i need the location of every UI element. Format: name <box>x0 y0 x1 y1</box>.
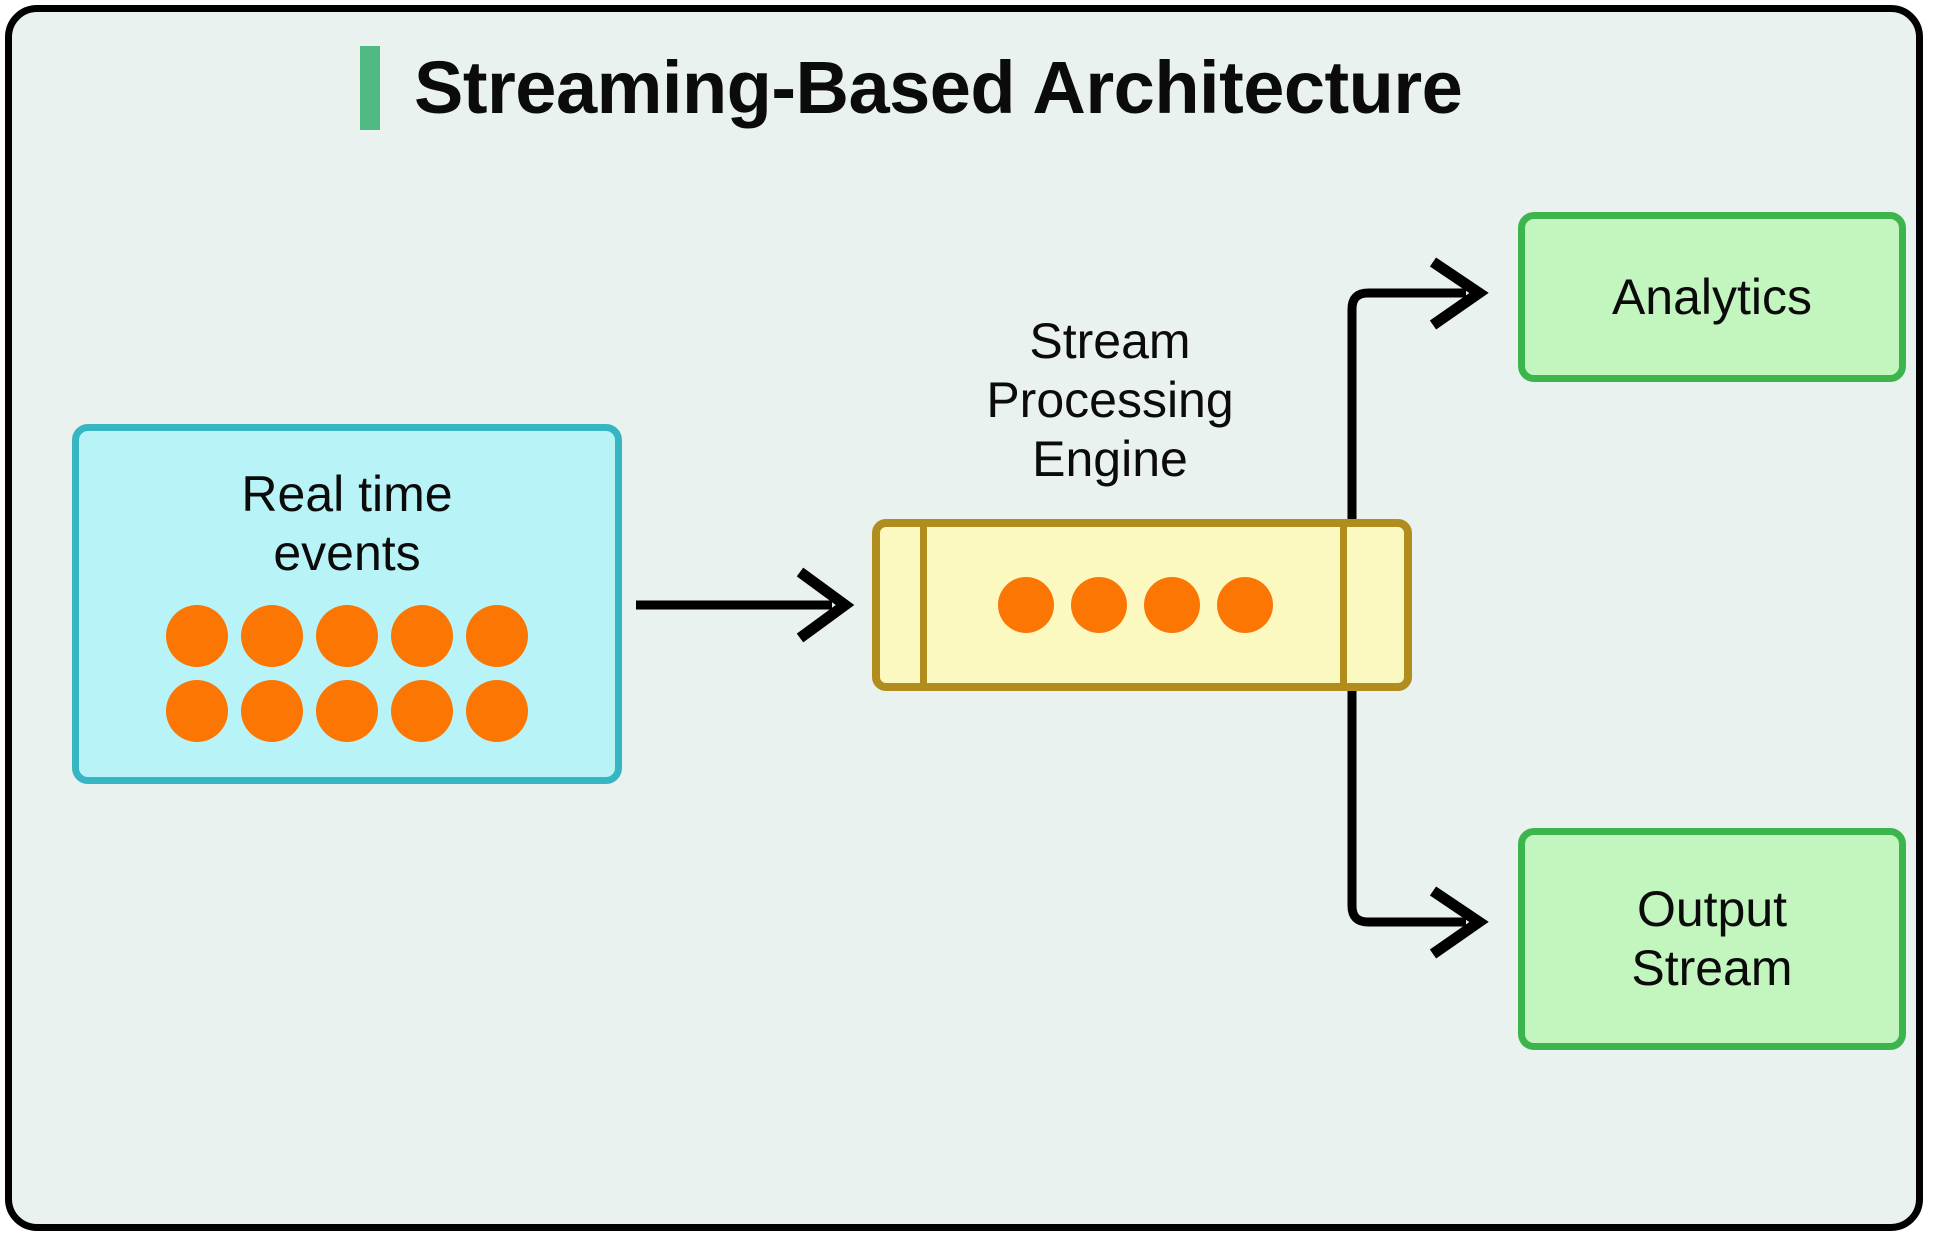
title-text: Streaming-Based Architecture <box>414 46 1463 129</box>
engine-dot <box>1217 577 1273 633</box>
source-node-label: Real time events <box>177 465 517 583</box>
engine-node-label-line3: Engine <box>1032 431 1188 487</box>
target-node-analytics[interactable]: Analytics <box>1518 212 1906 382</box>
engine-node-label: Stream Processing Engine <box>960 312 1260 489</box>
engine-divider-right <box>1340 527 1347 683</box>
event-dot <box>316 605 378 667</box>
target-node-output-stream-label: Output Stream <box>1631 880 1792 998</box>
event-dot <box>166 680 228 742</box>
engine-dot <box>1071 577 1127 633</box>
page-title: Streaming-Based Architecture <box>360 38 1463 138</box>
event-dot <box>166 605 228 667</box>
event-dot <box>391 605 453 667</box>
engine-dot <box>998 577 1054 633</box>
title-accent-bar <box>360 46 380 130</box>
source-node-real-time-events[interactable]: Real time events <box>72 424 622 784</box>
event-dot <box>391 680 453 742</box>
target-node-output-stream-label-line1: Output <box>1636 881 1788 937</box>
target-node-analytics-label: Analytics <box>1612 268 1812 327</box>
engine-node-label-line1: Stream <box>1029 313 1191 369</box>
target-node-output-stream[interactable]: Output Stream <box>1518 828 1906 1050</box>
event-dot <box>466 680 528 742</box>
engine-dot <box>1144 577 1200 633</box>
engine-dot-row <box>998 577 1273 633</box>
event-dot <box>316 680 378 742</box>
event-dot <box>241 680 303 742</box>
source-node-label-line1: Real time <box>241 466 453 522</box>
target-node-output-stream-label-line2: Stream <box>1631 940 1793 996</box>
target-node-analytics-label-line1: Analytics <box>1611 268 1813 325</box>
engine-divider-left <box>920 527 927 683</box>
event-dot-grid <box>166 605 528 742</box>
event-dot <box>466 605 528 667</box>
event-dot <box>241 605 303 667</box>
engine-node-stream-processing-engine[interactable] <box>872 519 1412 691</box>
engine-node-label-line2: Processing <box>986 372 1234 428</box>
source-node-label-line2: events <box>273 525 421 581</box>
